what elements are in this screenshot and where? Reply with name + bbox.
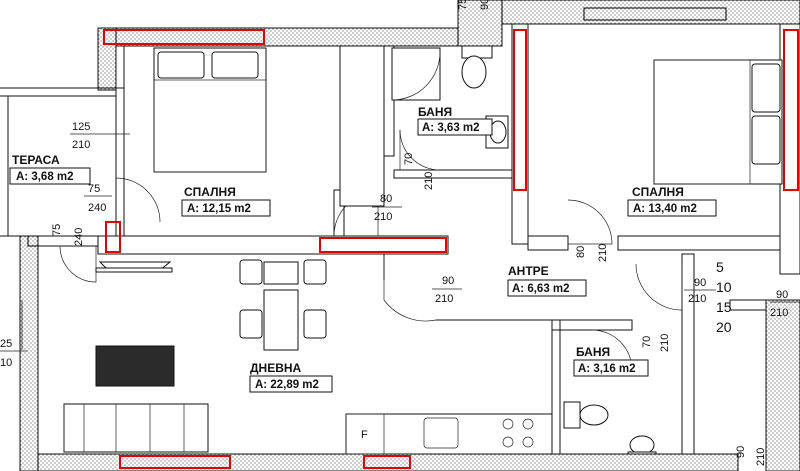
dim-terrace-side-h: 240 <box>73 228 85 246</box>
bedroom1-area: A: 12,15 m2 <box>187 203 251 215</box>
dim-bed1-h: 210 <box>374 211 392 223</box>
dim-bottom-right-w: 90 <box>735 446 747 458</box>
bath2-fixtures <box>563 401 657 455</box>
dim-left-h: 10 <box>0 357 12 369</box>
hall-area: A: 6,63 m2 <box>512 283 570 295</box>
dim-terrace-side-w: 75 <box>51 224 63 236</box>
bath1-name: БАНЯ <box>418 105 452 119</box>
bedroom1-name: СПАЛНЯ <box>184 185 236 199</box>
dim-top-h: 90 <box>479 0 491 10</box>
living-furniture: F <box>63 259 553 455</box>
dim-entry-h: 210 <box>435 293 453 305</box>
scale-bar: 5 10 15 20 <box>716 259 732 335</box>
room-labels: ТЕРАСА A: 3,68 m2 СПАЛНЯ A: 12,15 m2 БАН… <box>9 105 717 393</box>
windows <box>103 29 799 469</box>
dim-bath1-h: 210 <box>423 172 435 190</box>
dim-hall-right-w: 90 <box>694 277 706 289</box>
dim-bed1-w: 80 <box>380 193 392 205</box>
bed-right <box>653 59 783 185</box>
scale-15: 15 <box>716 299 732 315</box>
scale-5: 5 <box>716 259 724 275</box>
dim-bath1-w: 70 <box>403 153 415 165</box>
terrace-area: A: 3,68 m2 <box>16 171 74 183</box>
fridge-label: F <box>361 429 368 441</box>
scale-20: 20 <box>716 319 732 335</box>
dim-bed1win-w: 125 <box>72 121 90 133</box>
dim-top-w: 75 <box>457 0 469 10</box>
dim-bed2-w: 80 <box>575 246 587 258</box>
hall-name: АНТРЕ <box>508 264 549 278</box>
dim-terrace-w: 75 <box>88 183 100 195</box>
scale-10: 10 <box>716 279 732 295</box>
dim-far-right-w: 90 <box>776 289 788 301</box>
dim-far-right-h: 210 <box>770 307 788 319</box>
dim-bed2-h: 210 <box>597 244 609 262</box>
bath2-name: БАНЯ <box>576 345 610 359</box>
bath1-area: A: 3,63 m2 <box>422 122 480 134</box>
dim-left-w: 25 <box>0 338 12 350</box>
terrace-name: ТЕРАСА <box>12 153 60 167</box>
living-name: ДНЕВНА <box>250 361 302 375</box>
living-area: A: 22,89 m2 <box>255 379 319 391</box>
dim-bottom-right-h: 210 <box>755 448 767 466</box>
bed-left <box>153 45 385 207</box>
dim-hall-right-h: 210 <box>688 293 706 305</box>
bedroom2-area: A: 13,40 m2 <box>633 203 697 215</box>
dim-entry-w: 90 <box>442 275 454 287</box>
dim-bath2-w: 70 <box>641 336 653 348</box>
bath1-fixtures <box>391 45 509 149</box>
dim-terrace-h: 240 <box>88 202 106 214</box>
door-swings <box>21 129 683 371</box>
dim-bath2-h: 210 <box>659 334 671 352</box>
bedroom2-name: СПАЛНЯ <box>632 185 684 199</box>
dim-bed1win-h: 210 <box>72 139 90 151</box>
bath2-area: A: 3,16 m2 <box>578 363 636 375</box>
